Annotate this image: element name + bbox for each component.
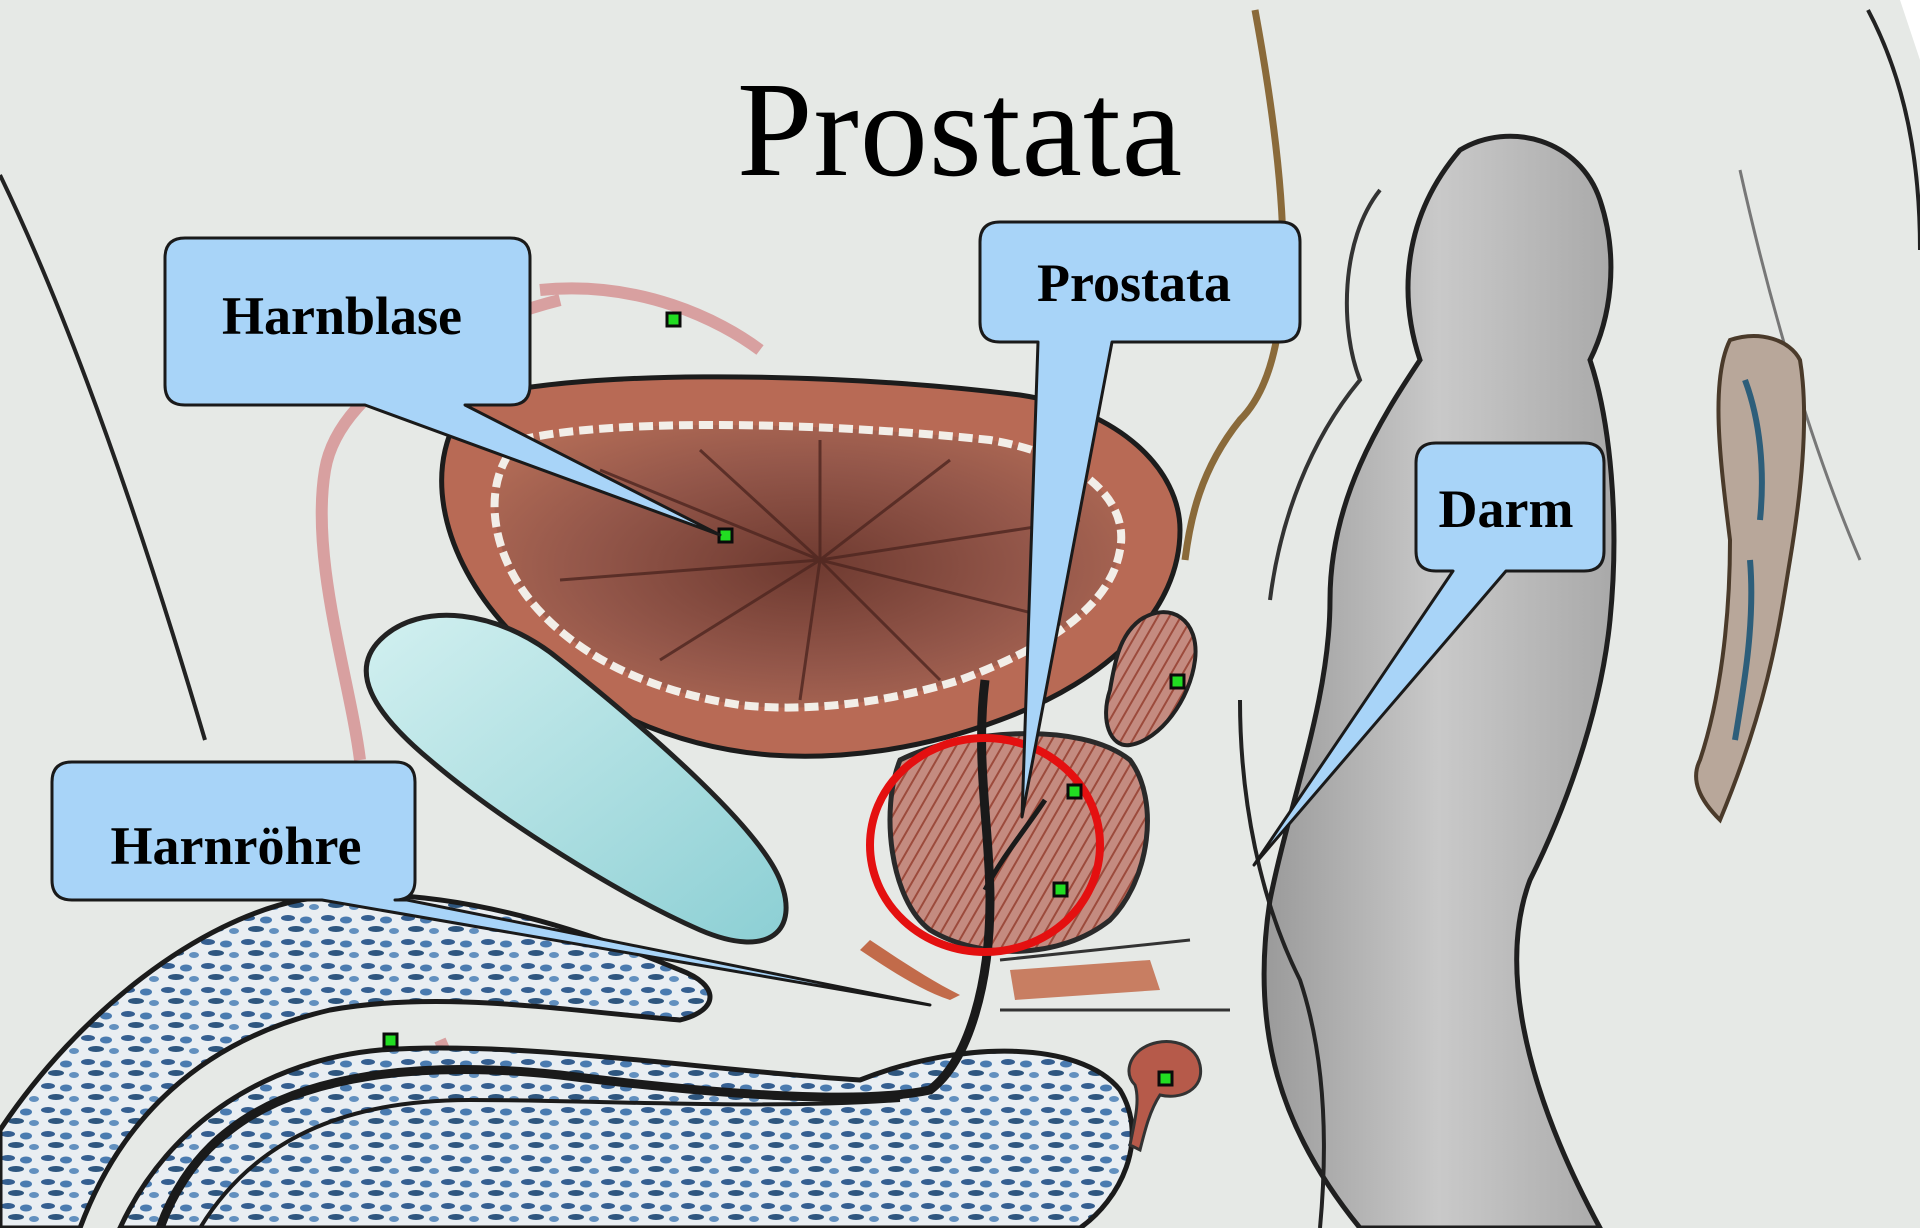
marker-dot [1171, 675, 1184, 688]
marker-dot [667, 313, 680, 326]
diagram-title: Prostata [0, 52, 1920, 208]
label-urethra: Harnröhre [111, 815, 362, 877]
marker-dot [384, 1034, 397, 1047]
prostate-gland [890, 734, 1147, 952]
marker-dot [1068, 785, 1081, 798]
marker-dot [1159, 1072, 1172, 1085]
marker-dot [1054, 883, 1067, 896]
label-bladder: Harnblase [222, 285, 462, 347]
label-prostate: Prostata [1037, 252, 1231, 314]
label-bowel: Darm [1439, 478, 1574, 540]
